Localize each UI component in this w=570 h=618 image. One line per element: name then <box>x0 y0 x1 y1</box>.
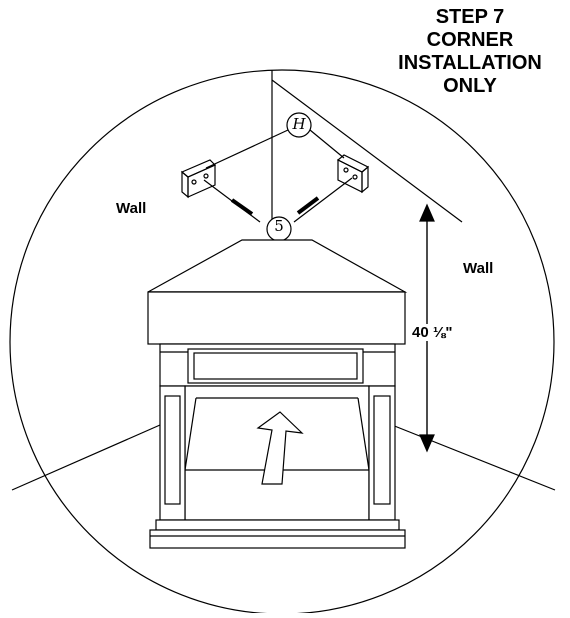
floor-line-left <box>11 424 161 491</box>
step-title: STEP 7 CORNER INSTALLATION ONLY <box>378 6 562 98</box>
callout-5-label: 5 <box>274 217 284 235</box>
floor-line-right <box>391 424 556 491</box>
title-line-1: STEP 7 <box>435 6 505 28</box>
leader-h-right <box>309 129 345 159</box>
dimension-label: 40 ⅛" <box>410 324 455 341</box>
title-line-4: ONLY <box>443 75 497 97</box>
title-line-3: INSTALLATION <box>398 52 542 74</box>
mantel-top <box>147 239 408 345</box>
left-screw <box>203 179 261 223</box>
wall-label-right: Wall <box>463 260 494 277</box>
wall-label-left: Wall <box>116 200 147 217</box>
left-mounting-block <box>180 159 217 199</box>
right-pilaster <box>368 385 396 521</box>
title-line-2: CORNER <box>426 29 514 51</box>
callout-h-label: H <box>292 115 306 133</box>
push-arrow-icon <box>256 411 304 485</box>
callout-h-circle <box>286 112 312 138</box>
right-mounting-block <box>336 154 370 194</box>
leader-h-left <box>205 129 289 169</box>
wall-top-line-right <box>271 79 463 223</box>
right-screw <box>293 177 353 223</box>
left-pilaster <box>159 385 186 521</box>
mantel-base <box>149 519 406 549</box>
mantel-frieze <box>159 343 396 387</box>
